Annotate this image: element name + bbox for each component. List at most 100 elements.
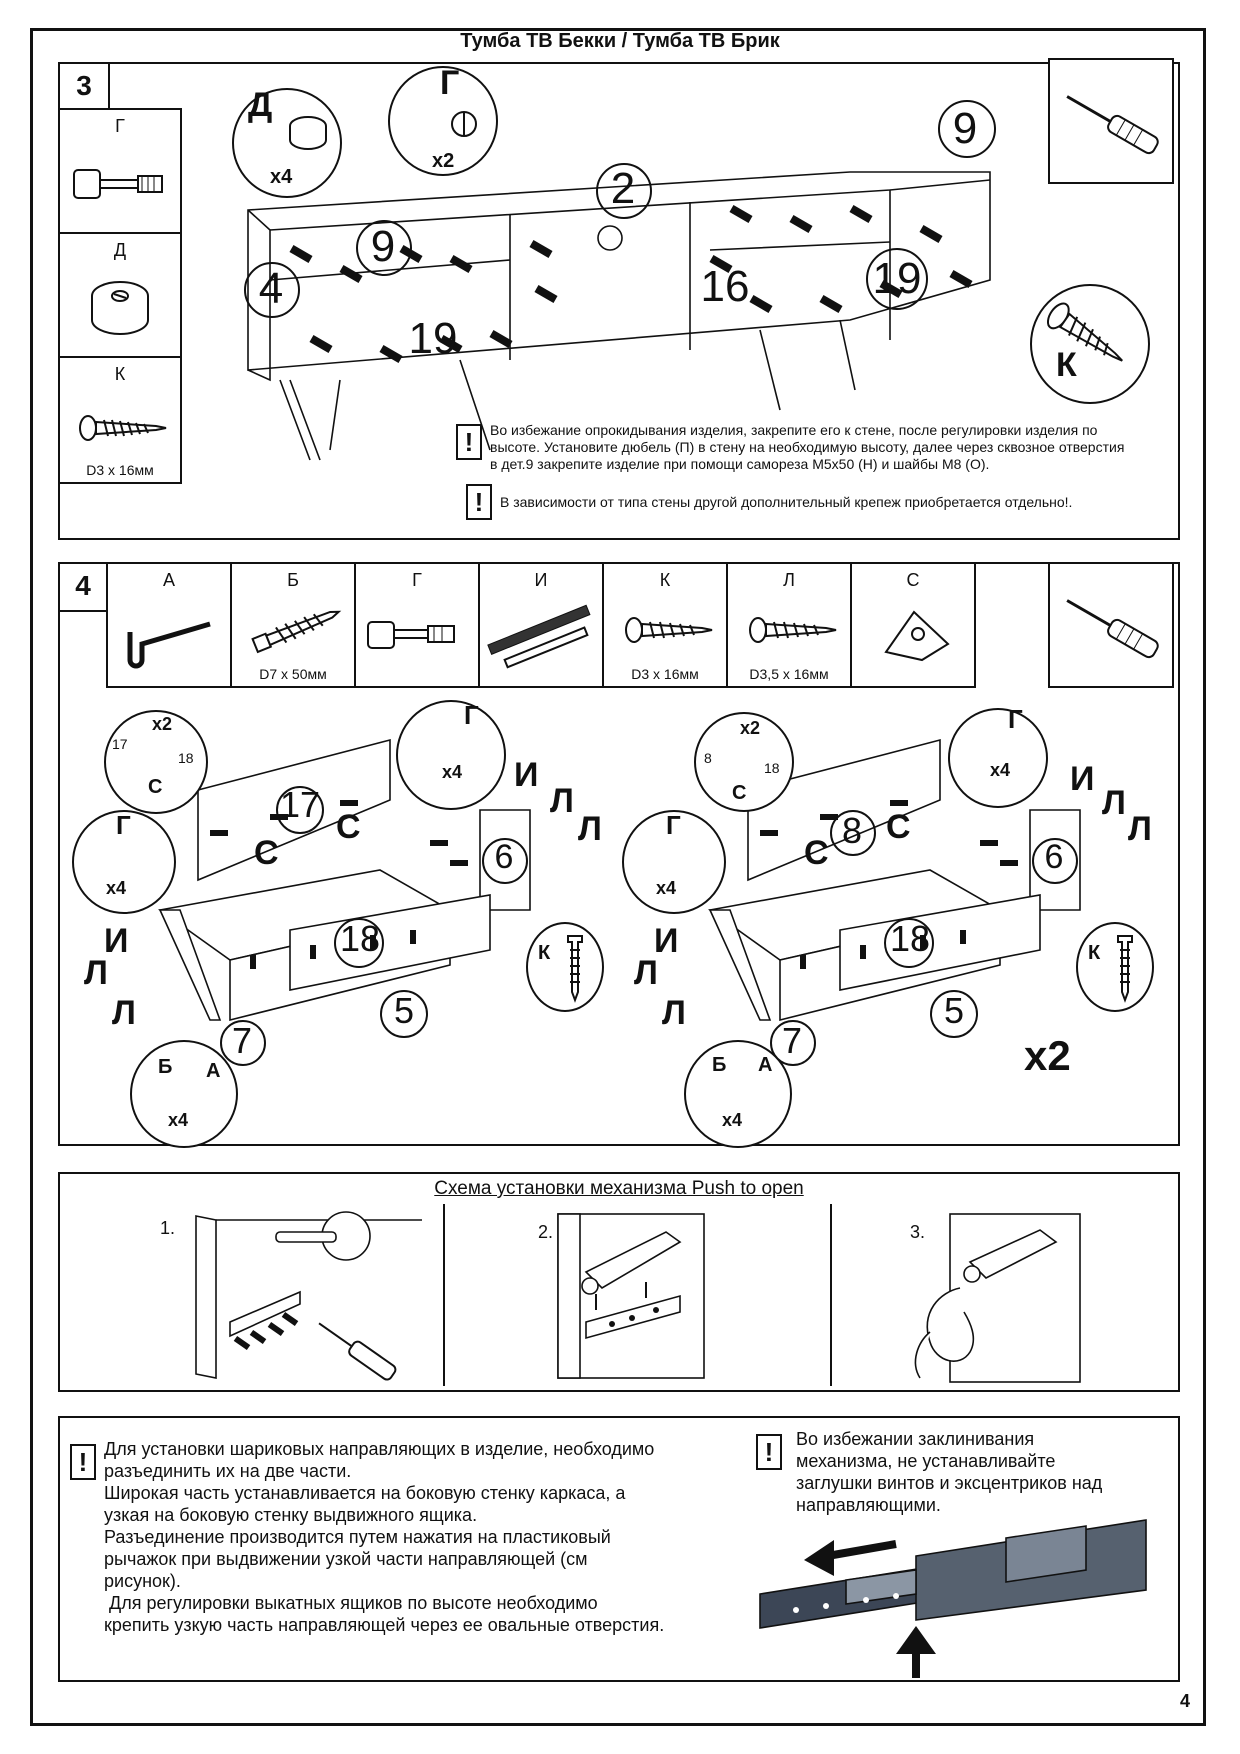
- corner-bracket-icon: [884, 610, 950, 662]
- callout-qty: x2: [432, 150, 455, 172]
- info-line: направляющими.: [796, 1495, 941, 1515]
- panel-circle: [866, 248, 928, 310]
- callout-cam-top-right: [948, 708, 1048, 808]
- callout-letter: Г: [440, 64, 460, 102]
- step4-number-box: 4: [58, 562, 108, 612]
- step3-part-d: Д: [58, 232, 182, 358]
- part-letter: Б: [287, 570, 299, 590]
- corner-part-b: 18: [178, 750, 194, 766]
- label-l: Л: [84, 954, 108, 992]
- corner-qty: x2: [740, 718, 761, 738]
- label-l: Л: [662, 994, 686, 1032]
- label-l: Л: [1128, 810, 1152, 848]
- info-line: разъединить их на две части.: [104, 1461, 352, 1481]
- page-number: 4: [1179, 1691, 1190, 1711]
- step3-number: 3: [76, 70, 92, 101]
- panel-circle: [334, 918, 384, 968]
- part-caption: D7 x 50мм: [259, 666, 327, 682]
- label-s: С: [254, 834, 279, 872]
- step4-part-l: Л D3,5 x 16мм: [726, 562, 852, 688]
- callout-letter: Д: [248, 86, 273, 124]
- screw-icon: [749, 617, 837, 643]
- info-line: Для установки шариковых направляющих в и…: [104, 1439, 655, 1459]
- callout-qty: x4: [168, 1110, 189, 1130]
- panel-circle: [356, 220, 412, 276]
- drawer-assembly-right: [707, 738, 1081, 1022]
- drawer-rail-icon: [487, 604, 591, 669]
- step3-number-box: 3: [58, 62, 110, 110]
- multiplier: x2: [1024, 1032, 1071, 1079]
- panel-circle: [930, 990, 978, 1038]
- callout-qty: x4: [656, 878, 677, 898]
- warning-icon: !: [70, 1444, 96, 1480]
- panel-circle: [220, 1020, 266, 1066]
- divider: [830, 1204, 832, 1386]
- panel-circle: [1032, 838, 1078, 884]
- info-line: механизма, не устанавливайте: [796, 1451, 1056, 1471]
- confirmat-screw-icon: [251, 610, 342, 654]
- part-letter: К: [114, 364, 126, 384]
- corner-part-a: 17: [112, 736, 128, 752]
- step4-part-k: К D3 x 16мм: [602, 562, 728, 688]
- callout-cam-right: [622, 810, 726, 914]
- info-line: рычажок при выдвижении узкой части напра…: [104, 1549, 588, 1569]
- panel-circle: [830, 810, 876, 856]
- info-line: Для регулировки выкатных ящиков по высот…: [104, 1593, 598, 1613]
- panel-circle: [482, 838, 528, 884]
- callout-dowel-left: [130, 1040, 238, 1148]
- info-right-text: Во избежании заклинивания механизма, не …: [796, 1428, 1166, 1516]
- part-letter: К: [659, 570, 671, 590]
- drawer-assembly-left: [157, 738, 531, 1022]
- push-step1-drawing: [195, 1211, 422, 1381]
- push-step-1: 1.: [160, 1218, 176, 1238]
- callout-letter: Г: [464, 700, 479, 730]
- push-step2-drawing: [557, 1213, 705, 1379]
- corner-letter: С: [732, 782, 747, 804]
- label-s: С: [886, 808, 911, 846]
- document-title: Тумба ТВ Бекки / Тумба ТВ Брик: [460, 30, 780, 52]
- label-s: С: [336, 808, 361, 846]
- part-caption: D3,5 x 16мм: [749, 666, 829, 682]
- dowel-letter-b: Б: [158, 1056, 173, 1078]
- callout-qty: x4: [106, 878, 127, 898]
- part-letter: Г: [115, 116, 125, 136]
- callout-screw-left: [526, 922, 604, 1012]
- dowel-letter-a: А: [758, 1054, 773, 1076]
- callout-qty: x4: [722, 1110, 743, 1130]
- label-i: И: [1070, 760, 1095, 798]
- info-line: узкая на боковую стенку выдвижного ящика…: [104, 1505, 478, 1525]
- step3-part-g: Г: [58, 108, 182, 234]
- step4-part-a: А: [106, 562, 232, 688]
- callout-dowel-right: [684, 1040, 792, 1148]
- push-step-3: 3.: [910, 1222, 926, 1242]
- info-line: крепить узкую часть направляющей через е…: [104, 1615, 665, 1635]
- step4-part-g: Г: [354, 562, 480, 688]
- panel-circle: [596, 163, 652, 219]
- cam-bolt-icon: [73, 169, 163, 199]
- step4-part-s: С: [850, 562, 976, 688]
- warning-icon: !: [466, 484, 492, 520]
- push-step3-drawing: [914, 1213, 1081, 1383]
- callout-cam-left: [72, 810, 176, 914]
- screwdriver-icon: [1066, 95, 1159, 155]
- info-line: заглушки винтов и эксцентриков над: [796, 1473, 1103, 1493]
- ball-bearing-rail-drawing: [759, 1519, 1147, 1678]
- callout-cam-top-left: [396, 700, 506, 810]
- page-frame: [30, 28, 1206, 1726]
- callout-qty: x4: [270, 166, 293, 188]
- label-i: И: [654, 922, 679, 960]
- panel-circle: [770, 1020, 816, 1066]
- callout-letter: К: [538, 942, 551, 964]
- part-caption: D3 x 16мм: [631, 666, 699, 682]
- info-line: Во избежании заклинивания: [796, 1429, 1035, 1449]
- cam-lock-icon: [289, 116, 327, 150]
- step4-part-i: И: [478, 562, 604, 688]
- dowel-letter-a: А: [206, 1060, 221, 1082]
- corner-part-a: 8: [704, 750, 712, 766]
- divider: [443, 1204, 445, 1386]
- step4-number: 4: [75, 570, 91, 601]
- part-letter: Г: [412, 570, 422, 590]
- screwdriver-box: [1048, 58, 1174, 184]
- label-s: С: [804, 834, 829, 872]
- panel-number-19-left: 19: [408, 314, 458, 363]
